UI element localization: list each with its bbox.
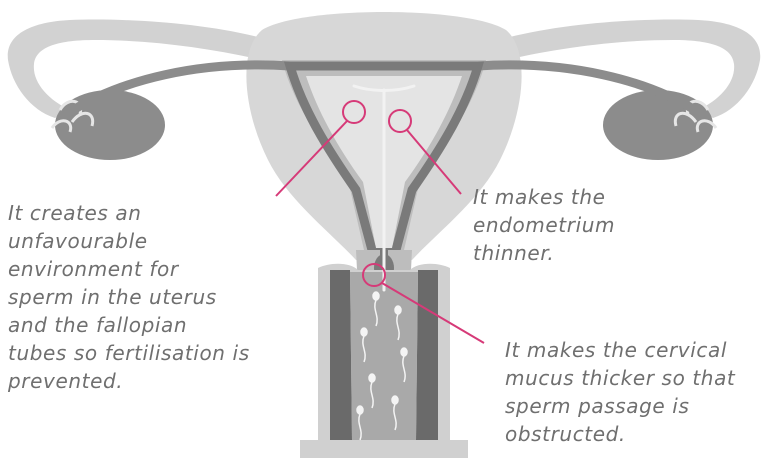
vaginal-wall-left: [330, 270, 352, 440]
caption-endometrium: It makes the endometrium thinner.: [473, 183, 703, 267]
vaginal-wall-right: [416, 270, 438, 440]
vagina-base: [300, 440, 468, 458]
caption-cervical-mucus: It makes the cervical mucus thicker so t…: [505, 336, 765, 448]
caption-uterus-environment: It creates an unfavourable environment f…: [8, 199, 298, 395]
